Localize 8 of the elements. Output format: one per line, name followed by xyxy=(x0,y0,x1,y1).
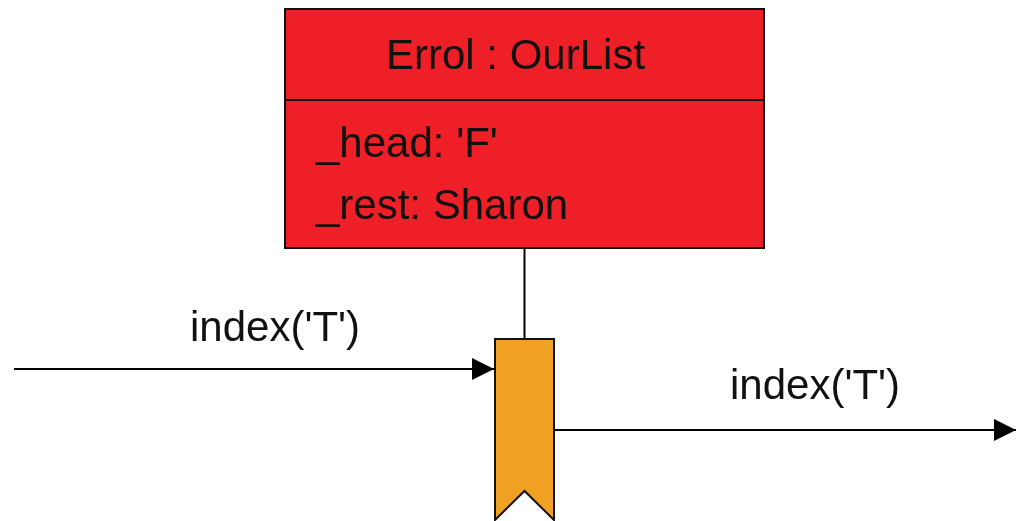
object-name: Errol : OurList xyxy=(386,34,646,76)
lifeline xyxy=(523,248,526,339)
attribute-text: _head: 'F' xyxy=(316,122,498,164)
activation-bar xyxy=(494,338,555,521)
attribute-text: _rest: Sharon xyxy=(316,184,569,226)
object-box xyxy=(284,8,765,249)
message-arrow xyxy=(13,358,495,380)
message-arrow xyxy=(554,419,1017,441)
